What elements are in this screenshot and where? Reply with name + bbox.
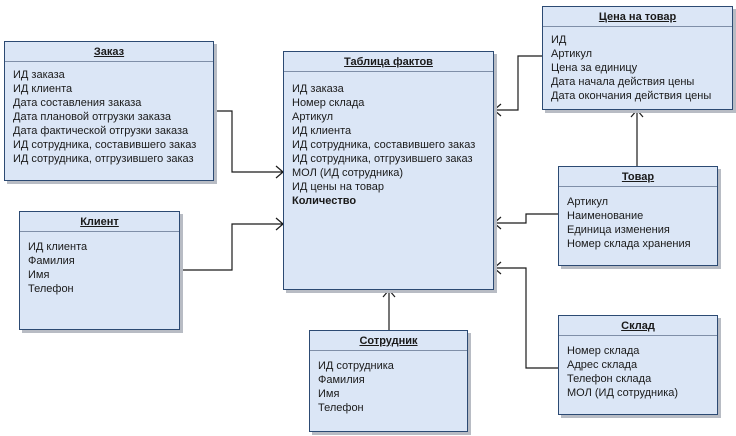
entity-facts[interactable]: Таблица фактов ИД заказа Номер склада Ар… xyxy=(283,51,494,290)
field-measure: Количество xyxy=(292,195,357,207)
field: Дата окончания действия цены xyxy=(551,90,712,102)
crowfoot-warehouse xyxy=(493,261,502,275)
field: Фамилия xyxy=(28,255,75,267)
field: Артикул xyxy=(567,196,609,208)
crowfoot-price xyxy=(493,103,502,117)
field: ИД заказа xyxy=(13,69,65,81)
entity-warehouse[interactable]: Склад Номер склада Адрес склада Телефон … xyxy=(558,315,718,415)
field: Артикул xyxy=(292,111,334,123)
field: Адрес склада xyxy=(567,359,638,371)
entity-product[interactable]: Товар Артикул Наименование Единица измен… xyxy=(558,166,718,266)
field-list: ИД сотрудника Фамилия Имя Телефон xyxy=(310,351,467,415)
crowfoot-product-top xyxy=(630,109,644,118)
entity-order[interactable]: Заказ ИД заказа ИД клиента Дата составле… xyxy=(4,41,214,181)
link-client-facts xyxy=(180,223,283,271)
field: ИД сотрудника, составившего заказ xyxy=(292,139,476,151)
entity-employee[interactable]: Сотрудник ИД сотрудника Фамилия Имя Теле… xyxy=(309,330,468,432)
entity-title: Таблица фактов xyxy=(284,52,493,72)
field: Телефон склада xyxy=(567,373,652,385)
field: ИД клиента xyxy=(13,83,73,95)
field-list: ИД заказа Номер склада Артикул ИД клиент… xyxy=(284,72,493,208)
link-order-facts xyxy=(214,110,283,173)
field: Дата фактической отгрузки заказа xyxy=(13,125,189,137)
field: ИД xyxy=(551,34,567,46)
entity-client[interactable]: Клиент ИД клиента Фамилия Имя Телефон xyxy=(19,211,180,330)
entity-title: Товар xyxy=(559,167,717,187)
field-list: Артикул Наименование Единица изменения Н… xyxy=(559,187,717,251)
link-price-facts xyxy=(494,55,542,111)
crowfoot-product xyxy=(493,216,502,230)
entity-title: Цена на товар xyxy=(543,7,732,27)
field-list: ИД клиента Фамилия Имя Телефон xyxy=(20,232,179,296)
field: ИД сотрудника xyxy=(318,360,394,372)
field: Имя xyxy=(318,388,340,400)
field: Дата начала действия цены xyxy=(551,76,695,88)
field: Фамилия xyxy=(318,374,365,386)
field-list: Номер склада Адрес склада Телефон склада… xyxy=(559,336,717,400)
field: Цена за единицу xyxy=(551,62,638,74)
field-list: ИД заказа ИД клиента Дата составления за… xyxy=(5,62,213,166)
field: МОЛ (ИД сотрудника) xyxy=(567,387,679,399)
field: Артикул xyxy=(551,48,593,60)
field: ИД клиента xyxy=(292,125,352,137)
entity-title: Сотрудник xyxy=(310,331,467,351)
field: Номер склада хранения xyxy=(567,238,691,250)
field-list: ИД Артикул Цена за единицу Дата начала д… xyxy=(543,27,732,103)
entity-price[interactable]: Цена на товар ИД Артикул Цена за единицу… xyxy=(542,6,733,110)
field: Имя xyxy=(28,269,50,281)
entity-title: Клиент xyxy=(20,212,179,232)
field: ИД сотрудника, составившего заказ xyxy=(13,139,197,151)
crowfoot-client xyxy=(275,217,284,231)
field: Номер склада xyxy=(292,97,365,109)
field: Наименование xyxy=(567,210,644,222)
field: Единица изменения xyxy=(567,224,670,236)
entity-title: Склад xyxy=(559,316,717,336)
field: ИД сотрудника, отгрузившего заказ xyxy=(13,153,194,165)
field: ИД заказа xyxy=(292,83,344,95)
link-product-facts xyxy=(494,213,558,224)
field: Номер склада xyxy=(567,345,640,357)
field: Телефон xyxy=(318,402,364,414)
crowfoot-employee xyxy=(382,289,396,298)
field: Дата плановой отгрузки заказа xyxy=(13,111,171,123)
field: ИД сотрудника, отгрузившего заказ xyxy=(292,153,473,165)
field: ИД цены на товар xyxy=(292,181,384,193)
entity-title: Заказ xyxy=(5,42,213,62)
field: Дата составления заказа xyxy=(13,97,142,109)
field: Телефон xyxy=(28,283,74,295)
field: ИД клиента xyxy=(28,241,88,253)
crowfoot-order xyxy=(275,165,284,179)
field: МОЛ (ИД сотрудника) xyxy=(292,167,404,179)
link-warehouse-facts xyxy=(494,267,558,369)
